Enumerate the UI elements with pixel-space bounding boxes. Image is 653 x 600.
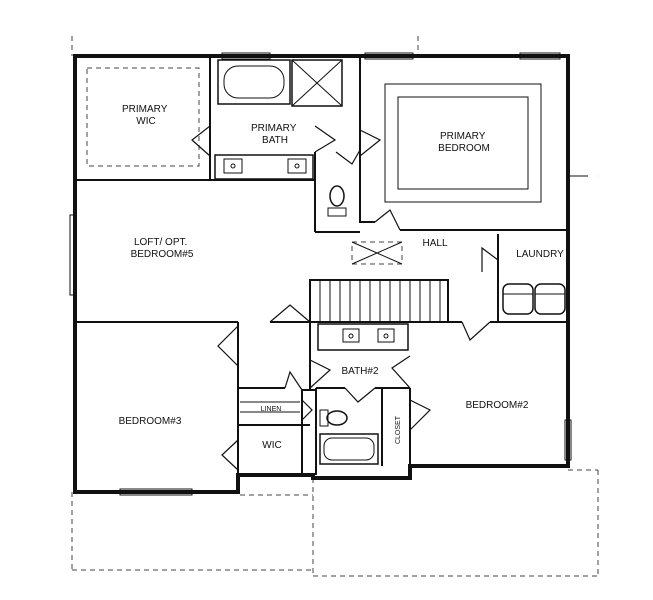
label-primary-bath: PRIMARY BATH: [251, 123, 299, 146]
bath2-tub: [319, 433, 379, 465]
label-wic: WIC: [262, 440, 281, 451]
laundry-machines: [502, 283, 566, 315]
label-bedroom3: BEDROOM#3: [119, 416, 182, 427]
bath2-toilet: [319, 409, 348, 427]
label-primary-wic: PRIMARY WIC: [122, 104, 170, 127]
label-primary-bedroom: PRIMARY BEDROOM: [438, 131, 490, 154]
label-linen: LINEN: [261, 406, 282, 413]
door-swings: [191, 125, 499, 471]
primary-toilet: [327, 185, 347, 217]
stair-treads: [319, 280, 441, 322]
exterior-walls: [69, 52, 588, 496]
linen-shelves: [240, 401, 300, 413]
dashed-outlines: [71, 36, 599, 577]
bath2-vanity: [317, 323, 409, 351]
primary-tub: [217, 59, 291, 105]
attic-access: [351, 241, 403, 265]
label-hall: HALL: [422, 238, 447, 249]
primary-vanity: [214, 154, 314, 180]
label-bath2: BATH#2: [341, 366, 378, 377]
ceiling-outlines: [86, 67, 542, 203]
label-loft: LOFT/ OPT. BEDROOM#5: [131, 237, 194, 260]
primary-shower: [291, 59, 343, 107]
label-bedroom2: BEDROOM#2: [466, 400, 529, 411]
interior-walls: [75, 56, 568, 475]
room-labels: PRIMARY WIC PRIMARY BATH PRIMARY BEDROOM…: [119, 104, 565, 451]
label-closet: CLOSET: [395, 415, 402, 444]
label-laundry: LAUNDRY: [516, 249, 564, 260]
